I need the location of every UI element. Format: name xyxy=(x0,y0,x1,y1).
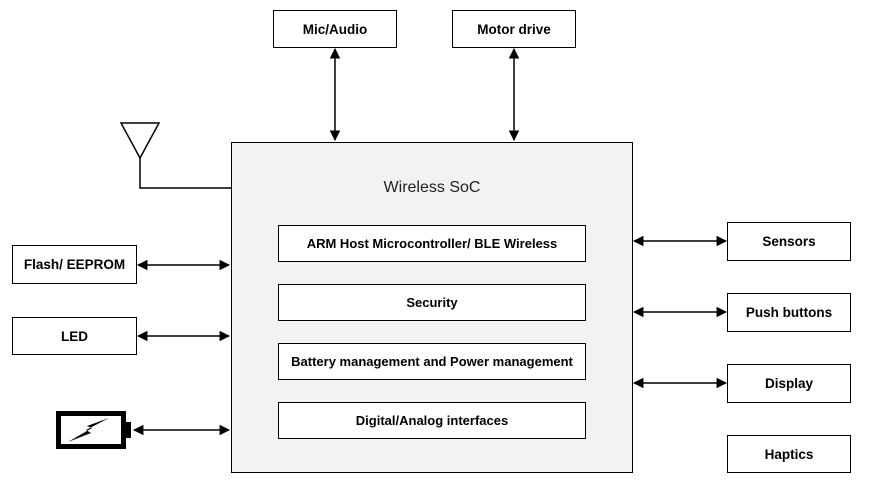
antenna-icon xyxy=(119,122,231,189)
flash-eeprom-box: Flash/ EEPROM xyxy=(12,245,137,284)
soc-block-power-management: Battery management and Power management xyxy=(278,343,586,380)
flash-eeprom-label: Flash/ EEPROM xyxy=(23,257,126,272)
soc-block-label: Security xyxy=(406,295,458,310)
wireless-soc-block: Wireless SoC ARM Host Microcontroller/ B… xyxy=(231,142,633,473)
soc-block-label: Battery management and Power management xyxy=(291,354,573,369)
display-label: Display xyxy=(764,376,814,391)
mic-audio-label: Mic/Audio xyxy=(302,21,368,37)
led-label: LED xyxy=(61,328,88,344)
sensors-box: Sensors xyxy=(727,222,851,261)
battery-charging-icon xyxy=(56,411,131,449)
soc-block-security: Security xyxy=(278,284,586,321)
soc-block-arm-host: ARM Host Microcontroller/ BLE Wireless xyxy=(278,225,586,262)
mic-audio-box: Mic/Audio xyxy=(273,10,397,48)
soc-block-interfaces: Digital/Analog interfaces xyxy=(278,402,586,439)
push-buttons-box: Push buttons xyxy=(727,293,851,332)
haptics-label: Haptics xyxy=(764,446,814,462)
display-box: Display xyxy=(727,364,851,403)
motor-drive-box: Motor drive xyxy=(452,10,576,48)
soc-block-label: ARM Host Microcontroller/ BLE Wireless xyxy=(306,236,558,251)
led-box: LED xyxy=(12,317,137,355)
soc-title: Wireless SoC xyxy=(383,179,481,196)
soc-block-label: Digital/Analog interfaces xyxy=(355,413,509,428)
push-buttons-label: Push buttons xyxy=(745,305,833,320)
haptics-box: Haptics xyxy=(727,435,851,473)
sensors-label: Sensors xyxy=(762,234,816,249)
motor-drive-label: Motor drive xyxy=(477,21,551,37)
